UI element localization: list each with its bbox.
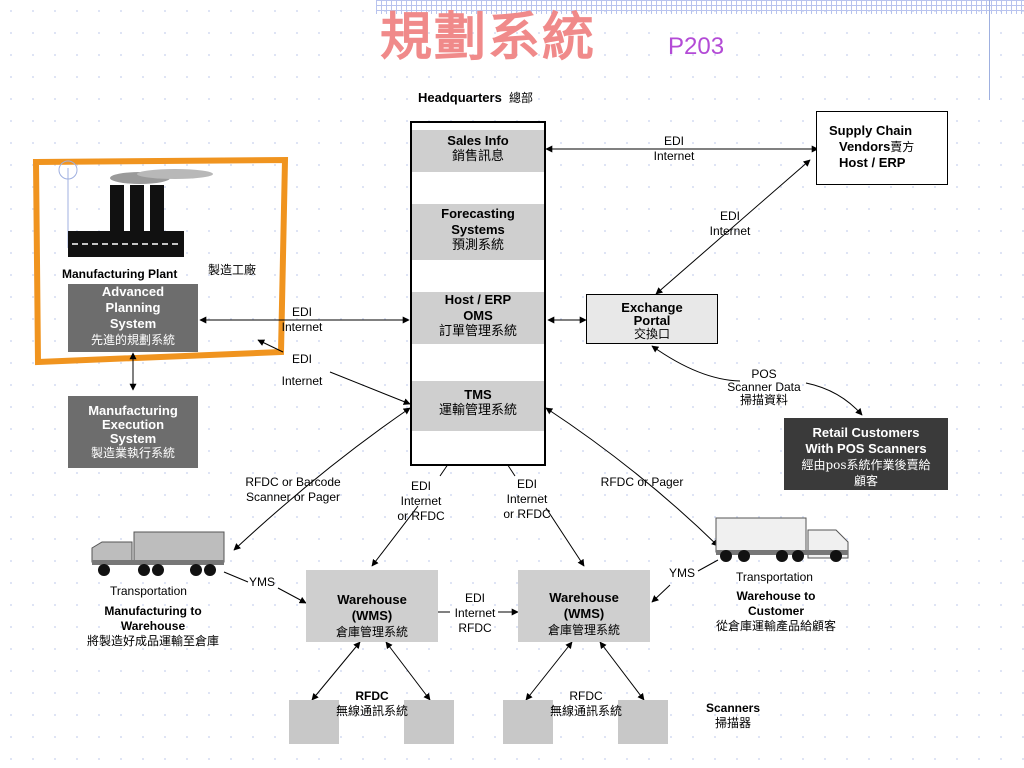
transport-right-desc: Warehouse to Customer 從倉庫運輸產品給顧客 bbox=[715, 589, 836, 633]
tms-box: TMS 運輸管理系統 bbox=[412, 381, 544, 431]
transport-left-title: Transportation bbox=[110, 584, 187, 598]
transport-right-title: Transportation bbox=[736, 570, 813, 584]
exchange-portal-box: Exchange Portal 交換口 bbox=[586, 294, 718, 344]
scanner-box-3 bbox=[503, 700, 553, 744]
aps-tms-arrow bbox=[258, 340, 410, 404]
host-erp-box: Host / ERP OMS 訂單管理系統 bbox=[412, 292, 544, 344]
manufacturing-plant-label: Manufacturing Plant bbox=[62, 267, 178, 281]
scanner-box-2 bbox=[404, 700, 454, 744]
yms-right-label: YMS bbox=[669, 566, 696, 580]
warehouse-right-box: Warehouse (WMS) 倉庫管理系統 bbox=[518, 570, 650, 642]
supply-chain-box: Supply Chain Vendors賣方 Host / ERP bbox=[816, 111, 948, 185]
whl-scan2 bbox=[385, 641, 431, 701]
whr-scan1 bbox=[525, 641, 573, 701]
scanner-box-4 bbox=[618, 700, 668, 744]
rfdc-right-label: RFDC 無線通訊系統 bbox=[549, 689, 622, 718]
side-rule bbox=[989, 0, 990, 100]
yms-left-arrow bbox=[223, 571, 306, 603]
scanner-box-1 bbox=[289, 700, 339, 744]
supply-exchange-arrow bbox=[655, 159, 811, 295]
yms-left-label: YMS bbox=[249, 575, 276, 589]
truck-left-icon bbox=[91, 531, 225, 576]
warehouse-left-box: Warehouse (WMS) 倉庫管理系統 bbox=[306, 570, 438, 642]
headquarters-label: Headquarters 總部 bbox=[418, 90, 534, 105]
page-number: P203 bbox=[668, 33, 725, 60]
whl-scan1 bbox=[311, 641, 361, 701]
tms-truck-right-arrow bbox=[545, 407, 719, 547]
whr-scan2 bbox=[599, 641, 645, 701]
forecasting-box: Forecasting Systems 預測系統 bbox=[412, 204, 544, 260]
transport-left-desc: Manufacturing to Warehouse 將製造好成品運輸至倉庫 bbox=[86, 604, 219, 648]
rfdc-left-label: RFDC 無線通訊系統 bbox=[335, 689, 408, 718]
scanners-label: Scanners 掃描器 bbox=[705, 701, 761, 730]
aps-box: Advanced Planning System 先進的規劃系統 bbox=[68, 284, 198, 352]
truck-right-icon bbox=[715, 517, 849, 562]
exchange-retail-arrow bbox=[652, 346, 862, 415]
retail-customers-box: Retail Customers With POS Scanners 經由pos… bbox=[784, 418, 948, 490]
pos-label: POS Scanner Data 掃描資料 bbox=[727, 367, 801, 407]
sales-info-box: Sales Info 銷售訊息 bbox=[412, 130, 544, 172]
tms-truck-left-arrow bbox=[233, 407, 411, 551]
manufacturing-plant-label-zh: 製造工廠 bbox=[208, 263, 257, 277]
yms-right-arrow bbox=[652, 559, 719, 602]
mes-box: Manufacturing Execution System 製造業執行系統 bbox=[68, 396, 198, 468]
factory-icon bbox=[68, 169, 213, 257]
top-grid-band bbox=[376, 0, 1024, 14]
rfdc-pager-label: RFDC or Pager bbox=[600, 475, 684, 489]
page-title: 規劃系統 bbox=[380, 7, 597, 68]
